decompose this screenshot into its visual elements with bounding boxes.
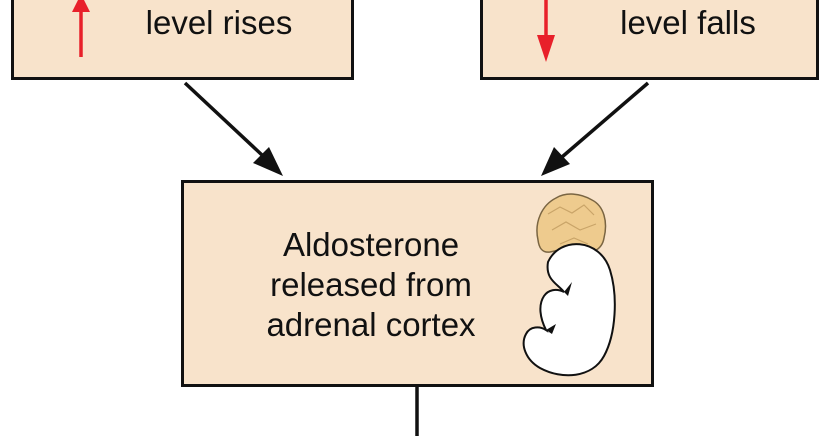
connector-k-to-aldosterone: [183, 81, 283, 176]
sodium-falls-box: Blood Na level falls: [480, 0, 819, 80]
sodium-falls-label: Blood Na level falls: [620, 0, 756, 41]
potassium-rises-label: Blood K level rises: [145, 0, 293, 41]
arrowhead-icon: [253, 147, 283, 176]
aldosterone-release-label: Aldosterone released from adrenal cortex: [266, 226, 476, 343]
potassium-rises-box: Blood K level rises: [11, 0, 354, 80]
decrease-arrow-icon: [537, 0, 555, 62]
adrenal-kidney-illustration-icon: [522, 193, 616, 377]
increase-arrow-icon: [72, 0, 90, 57]
kidney-icon: [522, 243, 616, 377]
connector-na-to-aldosterone: [541, 81, 650, 176]
arrowhead-icon: [541, 147, 570, 176]
